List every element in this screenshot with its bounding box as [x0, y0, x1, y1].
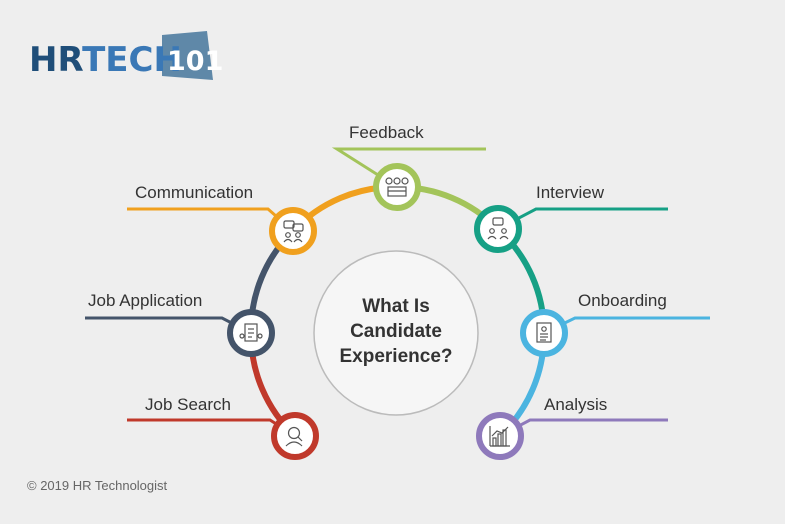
application-form-icon	[239, 323, 263, 342]
logo-number: 101	[167, 46, 223, 77]
connector-communication	[127, 207, 294, 233]
svg-text:HRTECH: HRTECH	[29, 40, 182, 80]
stage-label-job-application: Job Application	[88, 291, 202, 310]
bar-chart-icon	[489, 426, 510, 447]
stage-label-communication: Communication	[135, 183, 253, 202]
center-title-line2: Candidate	[350, 321, 442, 342]
stage-label-feedback: Feedback	[349, 123, 424, 142]
connector-interview	[497, 207, 668, 231]
search-person-icon	[285, 426, 303, 447]
stage-node-analysis	[476, 412, 524, 460]
interview-icon	[487, 217, 509, 240]
center-circle: What Is Candidate Experience?	[313, 250, 479, 416]
onboarding-doc-icon	[536, 322, 552, 343]
chat-people-icon	[283, 220, 304, 243]
stage-label-job-search: Job Search	[145, 395, 231, 414]
stage-label-interview: Interview	[536, 183, 605, 202]
hrtech-logo: HRTECH 101	[29, 31, 223, 80]
center-circle-shape	[313, 250, 479, 416]
stage-node-onboarding	[520, 309, 568, 357]
connector-analysis	[499, 418, 668, 438]
center-title-line3: Experience?	[340, 346, 453, 367]
copyright-text: © 2019 HR Technologist	[27, 478, 168, 493]
connector-onboarding	[543, 316, 710, 335]
connector-job-application	[85, 316, 252, 335]
logo-tech: TECH	[82, 40, 182, 80]
stage-node-communication	[269, 207, 317, 255]
rating-faces-icon	[385, 177, 409, 197]
connector-job-search	[127, 418, 296, 438]
stage-node-feedback	[373, 163, 421, 211]
stage-node-interview	[474, 205, 522, 253]
logo-number-box	[162, 31, 213, 80]
logo-hr: HR	[29, 40, 83, 80]
center-title-line1: What Is	[362, 296, 430, 317]
stage-node-job-search	[271, 412, 319, 460]
stage-node-job-application	[227, 309, 275, 357]
stage-label-onboarding: Onboarding	[578, 291, 667, 310]
stage-label-analysis: Analysis	[544, 395, 607, 414]
